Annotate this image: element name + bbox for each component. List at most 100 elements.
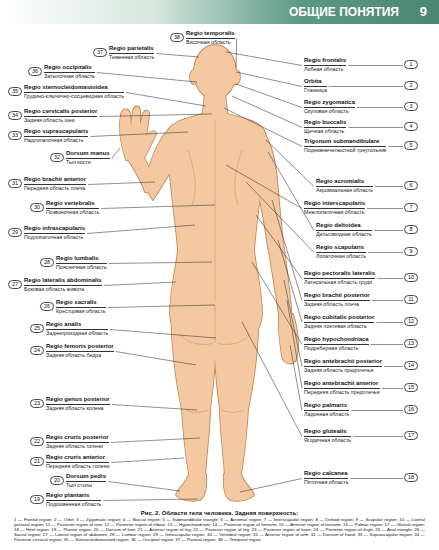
latin-name: Trigonum submandibulare <box>304 138 386 147</box>
callout-oval: 21 <box>30 457 44 466</box>
russian-name: Передняя область плеча <box>24 185 86 192</box>
leader-line <box>103 499 198 501</box>
leader-line <box>226 52 302 66</box>
header-band: ОБЩИЕ ПОНЯТИЯ9 <box>0 0 439 24</box>
latin-name: Regio glutealis <box>304 428 351 437</box>
region-label: Regio occipitalisЗатылочная область <box>44 64 95 80</box>
latin-name: Regio cruris anterior <box>46 454 109 463</box>
callout-rule <box>367 208 403 209</box>
region-label: OrbitaГлазница <box>304 78 327 94</box>
leader-line <box>236 39 238 69</box>
latin-name: Regio antebrachii posterior <box>304 358 382 367</box>
body-detail-lines <box>180 120 250 412</box>
callout-oval: 19 <box>30 495 44 504</box>
russian-name: Подлопаточная область <box>24 234 85 241</box>
callout-oval: 9 <box>404 247 418 256</box>
running-header: ОБЩИЕ ПОНЯТИЯ <box>289 6 399 19</box>
region-label: Regio infrascapularisПодлопаточная облас… <box>24 225 85 241</box>
region-label: Regio genus posteriorЗадняя область коле… <box>46 396 110 412</box>
russian-name: Ягодичная область <box>304 437 351 444</box>
russian-name: Глазница <box>304 87 327 94</box>
callout-number: 7 <box>405 204 417 212</box>
russian-name: Надлопаточная область <box>24 137 88 144</box>
region-label: Regio suprascapularisНадлопаточная облас… <box>24 128 88 144</box>
callout-rule <box>348 127 403 128</box>
latin-name: Regio frontalis <box>304 57 346 66</box>
region-label: Regio antebrachii anteriorПередняя облас… <box>304 380 380 396</box>
callout-number: 14 <box>405 362 417 370</box>
russian-name: Скуловая область <box>304 108 355 115</box>
leader-line <box>126 93 206 107</box>
latin-name: Regio antebrachii anterior <box>304 380 380 389</box>
russian-name: Дельтовидная область <box>316 231 372 238</box>
russian-name: Пяточная область <box>304 479 348 486</box>
latin-name: Regio lateralis abdominalis <box>24 277 102 286</box>
latin-name: Regio cervicalis posterior <box>24 108 97 117</box>
callout-oval: 27 <box>8 280 22 289</box>
region-label: Regio scapularisЛопаточная область <box>316 244 366 260</box>
figure-caption: Рис. 2. Области тела человека. Задняя по… <box>14 510 425 517</box>
callout-oval: 24 <box>30 346 44 355</box>
callout-oval: 26 <box>40 302 54 311</box>
latin-name: Dorsum manus <box>66 150 110 159</box>
russian-name: Теменная область <box>109 54 154 61</box>
callout-number: 17 <box>405 432 417 440</box>
callout-oval: 18 <box>404 473 418 482</box>
callout-oval: 10 <box>404 273 418 282</box>
callout-number: 3 <box>405 103 417 111</box>
latin-name: Regio plantaris <box>46 492 101 501</box>
region-label: Regio palmarisЛадонная область <box>304 402 349 418</box>
callout-oval: 11 <box>404 295 418 304</box>
region-label: Regio hypochondriacaПодреберная область <box>304 336 369 352</box>
callout-number: 33 <box>9 132 21 140</box>
region-label: Regio lateralis abdominalisБоковая облас… <box>24 277 102 293</box>
callout-oval: 32 <box>50 153 64 162</box>
callout-oval: 3 <box>404 102 418 111</box>
knee-crease <box>186 410 208 412</box>
region-label: Regio pectoralis lateralisЛатеральная об… <box>304 270 375 286</box>
knee-crease <box>222 410 244 412</box>
region-label: Dorsum manusТыл кисти <box>66 150 110 166</box>
latin-name: Regio analis <box>46 321 108 330</box>
callout-oval: 35 <box>8 87 22 96</box>
latin-name: Regio pectoralis lateralis <box>304 270 375 279</box>
leader-line <box>97 73 197 83</box>
callout-rule <box>377 278 403 279</box>
callout-number: 38 <box>171 34 183 42</box>
leader-line <box>111 438 200 443</box>
spine-line <box>215 120 216 300</box>
callout-number: 10 <box>405 274 417 282</box>
callout-number: 32 <box>51 154 63 162</box>
callout-oval: 16 <box>404 405 418 414</box>
leader-line <box>116 352 196 366</box>
leader-line <box>99 114 212 117</box>
callout-oval: 23 <box>30 399 44 408</box>
latin-name: Regio suprascapularis <box>24 128 88 137</box>
leader-line <box>109 262 212 264</box>
region-label: Regio buccalisЩечная область <box>304 119 346 135</box>
callout-oval: 1 <box>404 60 418 69</box>
russian-name: Подошвенная область <box>46 501 101 508</box>
region-label: Regio temporalisВисочная область <box>186 30 235 46</box>
region-label: Regio cervicalis posteriorЗадняя область… <box>24 108 97 124</box>
leader-line <box>246 182 314 253</box>
latin-name: Regio vertebralis <box>46 200 99 209</box>
latin-name: Regio deltoidea <box>316 222 372 231</box>
callout-oval: 17 <box>404 431 418 440</box>
leader-line <box>87 225 195 234</box>
callout-number: 27 <box>9 281 21 289</box>
callout-rule <box>384 366 403 367</box>
russian-name: Боковая область живота <box>24 286 102 293</box>
callout-number: 18 <box>405 474 417 482</box>
callout-rule <box>353 436 403 437</box>
callout-rule <box>351 478 404 479</box>
callout-number: 28 <box>41 259 53 267</box>
callout-oval: 15 <box>404 383 418 392</box>
region-label: Regio sternocleidomastoideaГрудино-ключи… <box>24 84 124 100</box>
callout-oval: 30 <box>30 203 44 212</box>
callout-number: 22 <box>31 438 43 446</box>
callout-oval: 14 <box>404 361 418 370</box>
callout-oval: 31 <box>8 179 22 188</box>
callout-rule <box>371 344 403 345</box>
region-label: Regio cruris posteriorЗадняя область гол… <box>46 434 109 450</box>
